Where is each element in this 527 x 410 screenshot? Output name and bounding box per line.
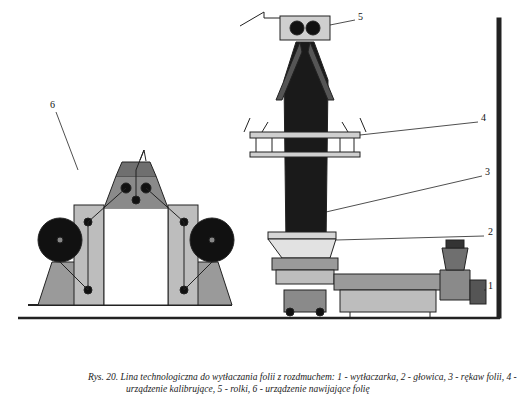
winder <box>38 150 234 305</box>
support-post <box>497 18 501 318</box>
callout-number: 4 <box>481 113 486 123</box>
die-head <box>268 232 338 316</box>
callout-number: 2 <box>488 227 493 237</box>
leader-lines <box>56 20 486 290</box>
figure-caption: Rys. 20. Lina technologiczna do wytłacza… <box>88 371 522 395</box>
callout-number: 1 <box>488 281 493 291</box>
extruder <box>334 240 486 318</box>
calibrating-device <box>244 118 366 157</box>
callout-number: 5 <box>358 12 363 22</box>
nip-rolls <box>240 12 330 40</box>
callout-number: 6 <box>50 100 55 110</box>
film-bubble <box>276 42 334 245</box>
callout-number: 3 <box>485 167 490 177</box>
floor-line <box>18 317 500 320</box>
